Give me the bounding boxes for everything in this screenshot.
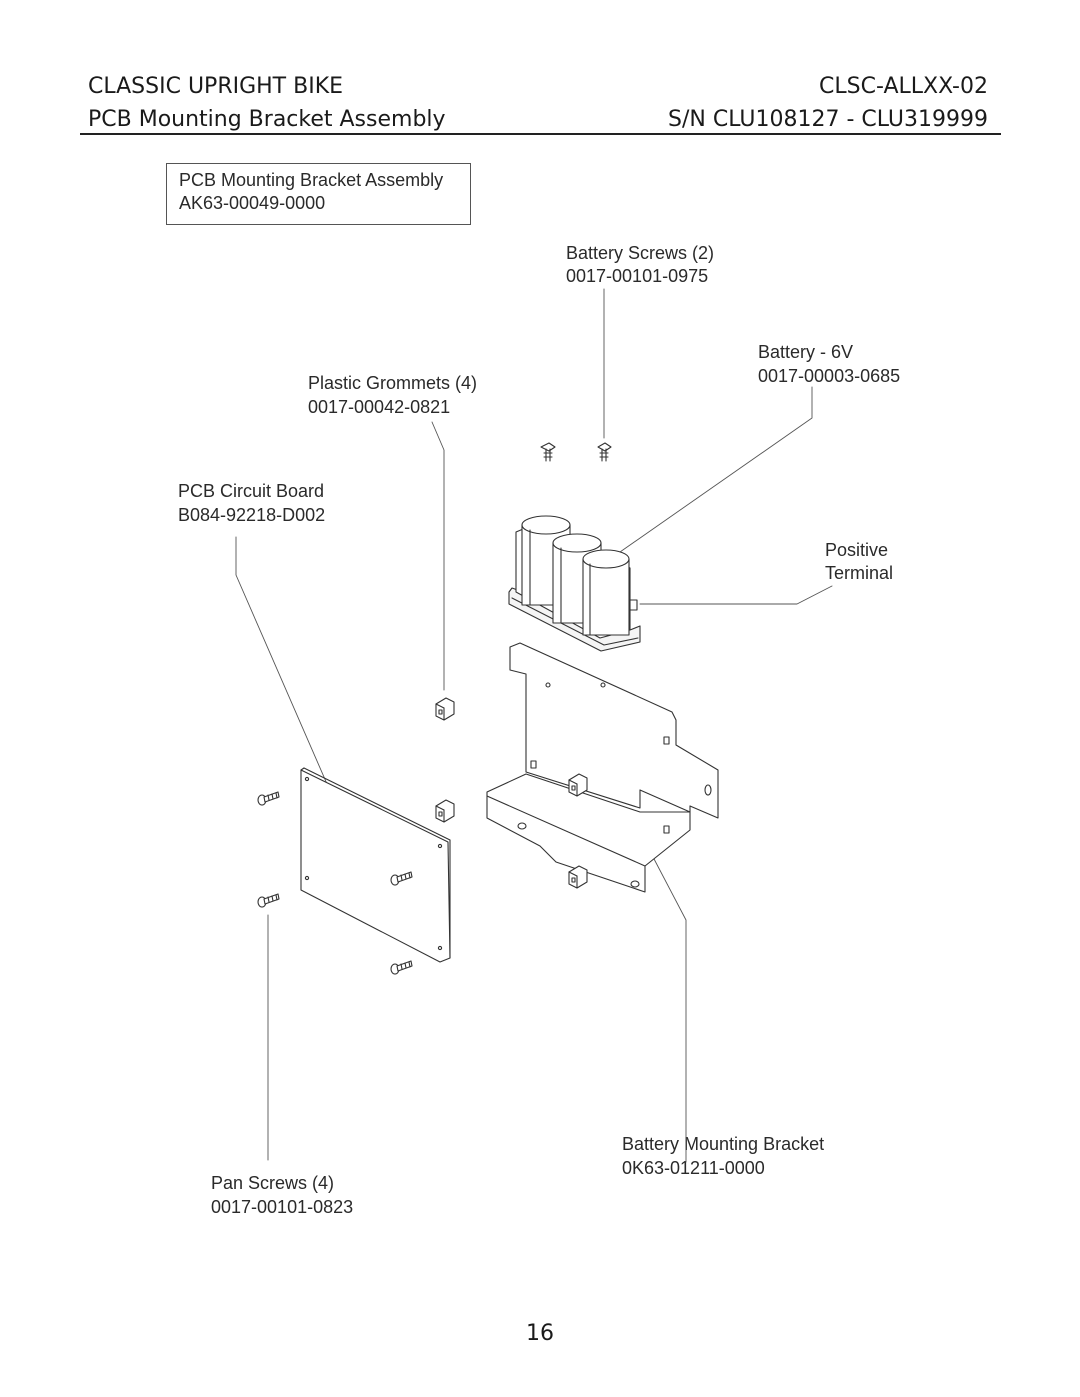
leader-positive-terminal: [639, 585, 833, 605]
battery-cell-3: [582, 549, 630, 636]
assembly-box: [166, 163, 471, 225]
positive-terminal-label-line2: Terminal: [825, 563, 894, 583]
serial-range: S/N CLU108127 - CLU319999: [668, 107, 988, 132]
battery-mounting-bracket: [486, 642, 719, 893]
header-rule: [80, 133, 1001, 135]
pcb-circuit-board: [300, 767, 451, 963]
assembly-part-number: AK63-00049-0000: [179, 193, 326, 213]
model-number: CLSC-ALLXX-02: [819, 74, 988, 99]
leader-battery: [619, 386, 813, 553]
leader-plastic-grommets: [431, 421, 445, 691]
assembly-name: PCB Mounting Bracket Assembly: [179, 170, 444, 190]
battery-mounting-bracket-part-number: 0K63-01211-0000: [622, 1158, 765, 1178]
pan-screw-3: [390, 871, 413, 886]
positive-terminal-label-line1: Positive: [825, 540, 889, 560]
leader-pcb-board: [235, 536, 335, 801]
pan-screw-4: [390, 960, 413, 975]
document-subtitle: PCB Mounting Bracket Assembly: [88, 107, 446, 132]
pcb-circuit-board-label: PCB Circuit Board: [178, 481, 325, 501]
battery-screw-right: [597, 442, 612, 462]
grommet-3: [568, 773, 588, 797]
battery-pack: [508, 515, 641, 652]
battery-screws-part-number: 0017-00101-0975: [566, 266, 709, 286]
grommet-4: [568, 865, 588, 889]
pan-screws-label: Pan Screws (4): [211, 1173, 335, 1193]
page-number: 16: [526, 1321, 554, 1346]
grommet-1: [435, 697, 455, 721]
document-title: CLASSIC UPRIGHT BIKE: [88, 74, 344, 99]
battery-mounting-bracket-label: Battery Mounting Bracket: [622, 1134, 825, 1154]
pcb-circuit-board-part-number: B084-92218-D002: [178, 505, 326, 525]
battery-screws-label: Battery Screws (2): [566, 243, 715, 263]
pan-screw-1: [257, 791, 280, 806]
pan-screw-2: [257, 893, 280, 908]
pan-screws-part-number: 0017-00101-0823: [211, 1197, 354, 1217]
grommet-2: [435, 799, 455, 823]
leader-battery-bracket: [652, 856, 687, 1163]
positive-terminal: [629, 599, 638, 611]
plastic-grommets-part-number: 0017-00042-0821: [308, 397, 451, 417]
plastic-grommets-label: Plastic Grommets (4): [308, 373, 478, 393]
leader-lines: [235, 288, 833, 1163]
battery-part-number: 0017-00003-0685: [758, 366, 901, 386]
battery-screw-left: [540, 442, 556, 462]
battery-label: Battery - 6V: [758, 342, 854, 362]
